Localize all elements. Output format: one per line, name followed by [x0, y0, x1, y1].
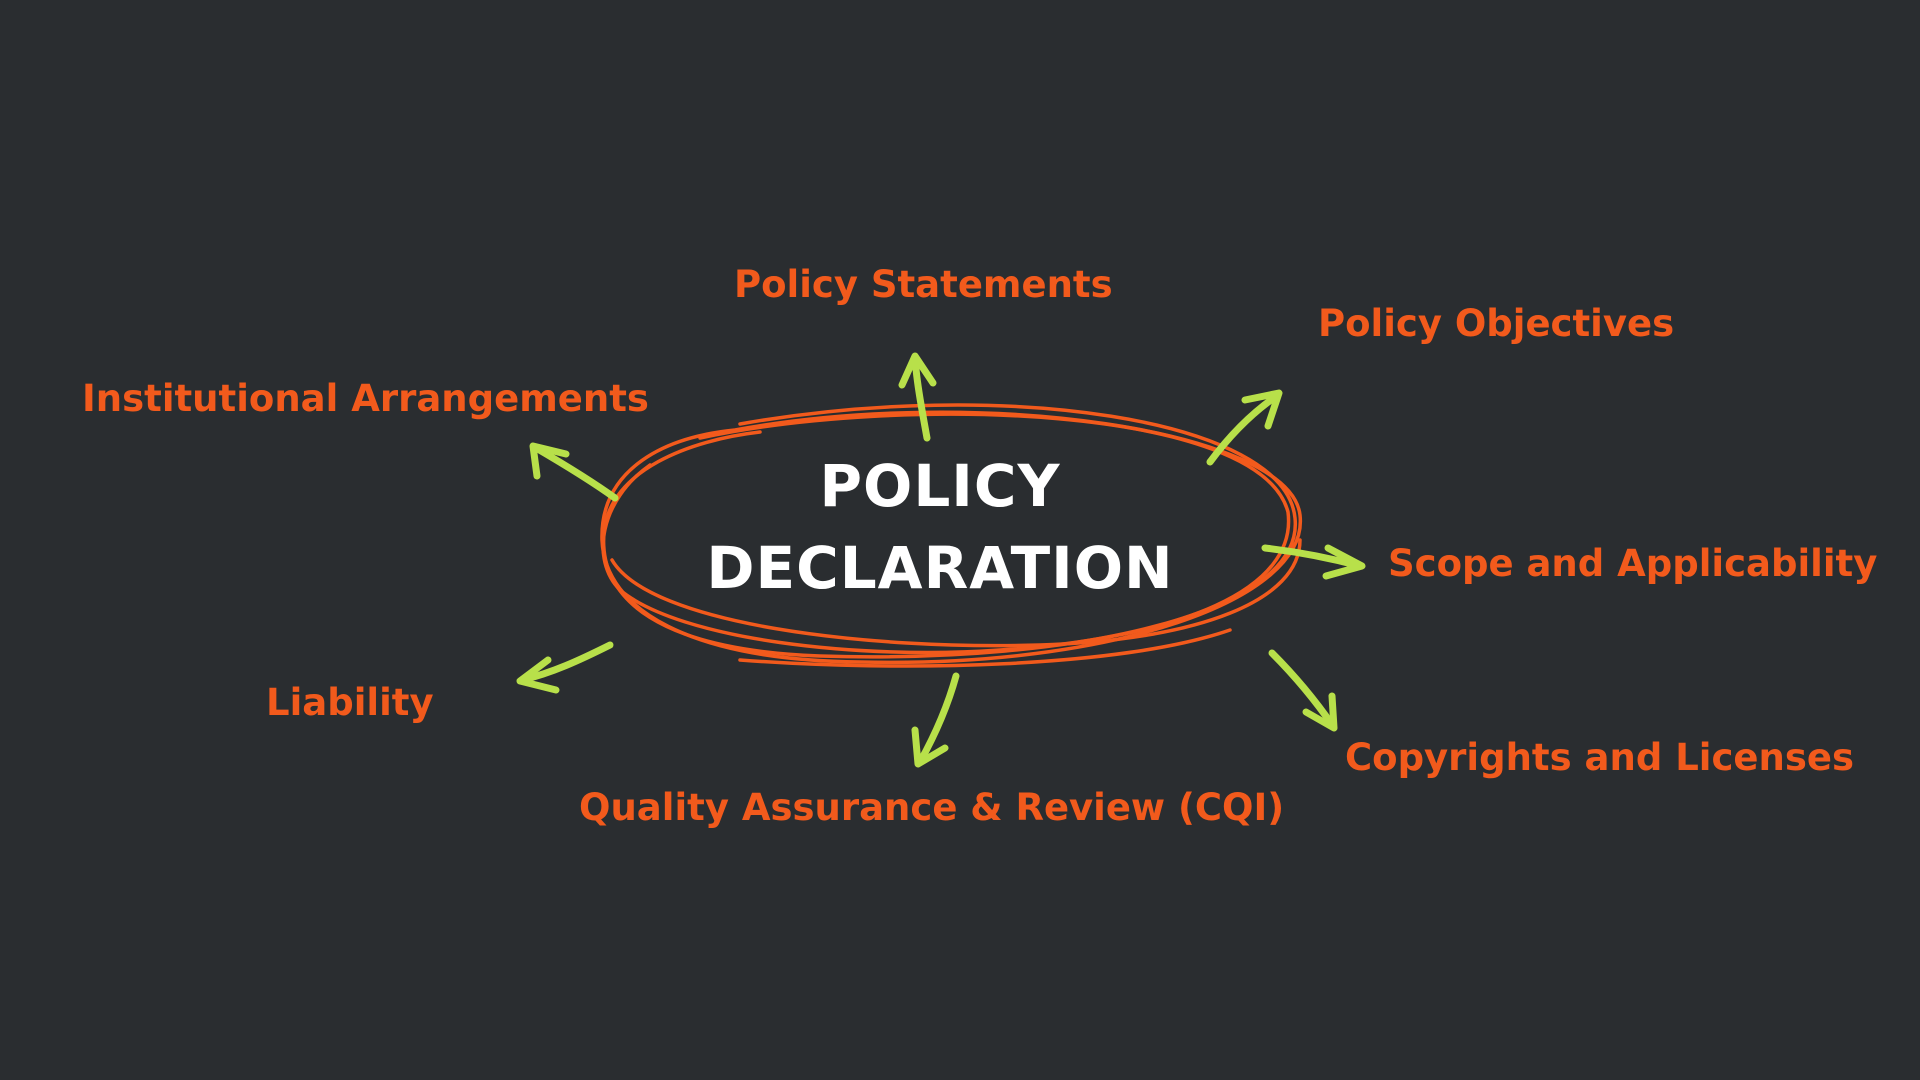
arrows	[516, 352, 1366, 768]
topic-scope-and-applicability: Scope and Applicability	[1388, 542, 1878, 585]
topic-policy-statements: Policy Statements	[734, 263, 1113, 306]
arrow-to-institutional-arrangements	[529, 442, 619, 502]
center-title: POLICY DECLARATION	[610, 445, 1270, 609]
arrow-to-scope-and-applicability	[1261, 544, 1366, 580]
arrow-to-liability	[516, 641, 614, 694]
ellipse-stroke-4	[610, 538, 1302, 648]
topic-policy-objectives: Policy Objectives	[1318, 302, 1675, 345]
arrow-to-quality-assurance	[911, 672, 960, 768]
arrow-to-copyrights-and-licenses	[1268, 649, 1338, 732]
arrow-to-policy-statements	[898, 352, 937, 442]
center-title-line1: POLICY	[819, 452, 1061, 520]
ellipse-stroke-3	[601, 412, 1291, 655]
topic-copyrights-and-licenses: Copyrights and Licenses	[1345, 736, 1854, 779]
center-scribble-ellipse	[600, 403, 1302, 668]
topic-quality-assurance: Quality Assurance & Review (CQI)	[579, 786, 1285, 829]
arrow-to-policy-objectives	[1206, 389, 1283, 466]
topic-institutional-arrangements: Institutional Arrangements	[82, 377, 649, 420]
topic-liability: Liability	[266, 681, 434, 724]
ellipse-stroke-5	[738, 628, 1232, 668]
center-title-line2: DECLARATION	[706, 534, 1174, 602]
